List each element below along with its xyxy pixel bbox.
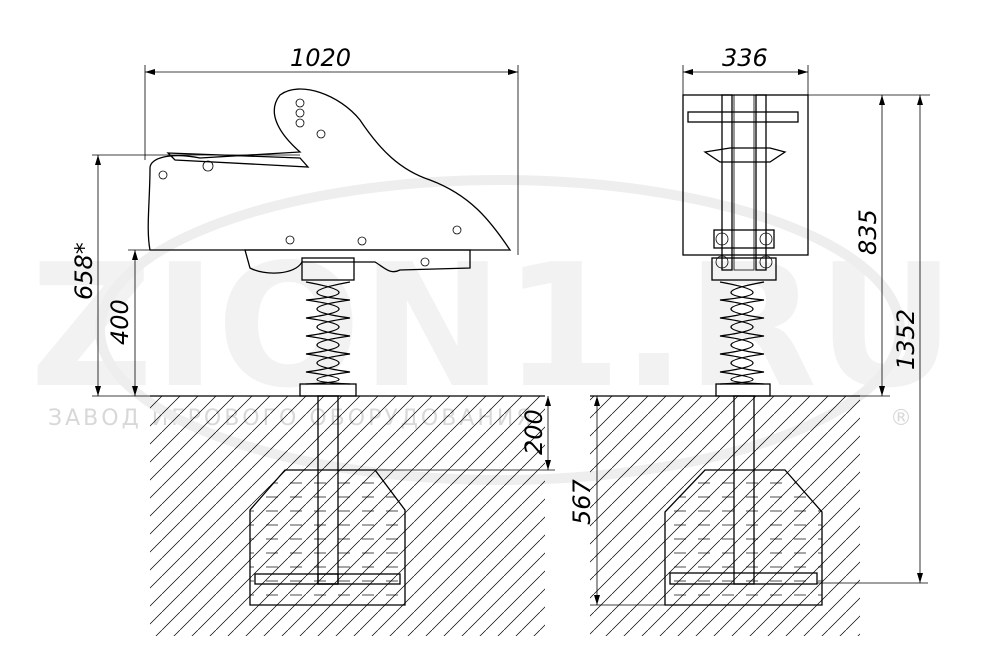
eye-hole-2 xyxy=(295,108,305,118)
watermark-registered: ® xyxy=(890,406,915,431)
svg-text:ZION1.RU: ZION1.RU xyxy=(30,228,955,426)
eye-hole-1 xyxy=(295,98,305,108)
dim-embed-depth: 200 xyxy=(520,409,548,455)
dim-above-ground-height: 835 xyxy=(854,209,882,255)
spring-front xyxy=(719,281,765,385)
foundation-left xyxy=(249,469,406,606)
handle-front xyxy=(687,111,799,123)
dim-foundation-depth: 567 xyxy=(568,478,596,525)
dimension-lines xyxy=(92,65,930,606)
foot-platform xyxy=(244,249,471,274)
eye-hole-3 xyxy=(295,118,305,128)
top-plate xyxy=(301,257,355,281)
watermark-logo: ZION1.RU xyxy=(30,228,955,426)
dim-platform-height: 400 xyxy=(106,299,134,345)
side-view xyxy=(147,88,512,606)
dim-overall-width: 1020 xyxy=(290,44,351,72)
dim-seat-height: 658* xyxy=(70,242,98,300)
spring xyxy=(305,281,351,385)
base-plate xyxy=(299,383,357,397)
dim-overall-height: 1352 xyxy=(892,309,920,370)
foundation-right xyxy=(664,469,823,606)
dim-side-width: 336 xyxy=(722,44,768,72)
front-view xyxy=(664,94,823,606)
handle xyxy=(166,152,310,168)
